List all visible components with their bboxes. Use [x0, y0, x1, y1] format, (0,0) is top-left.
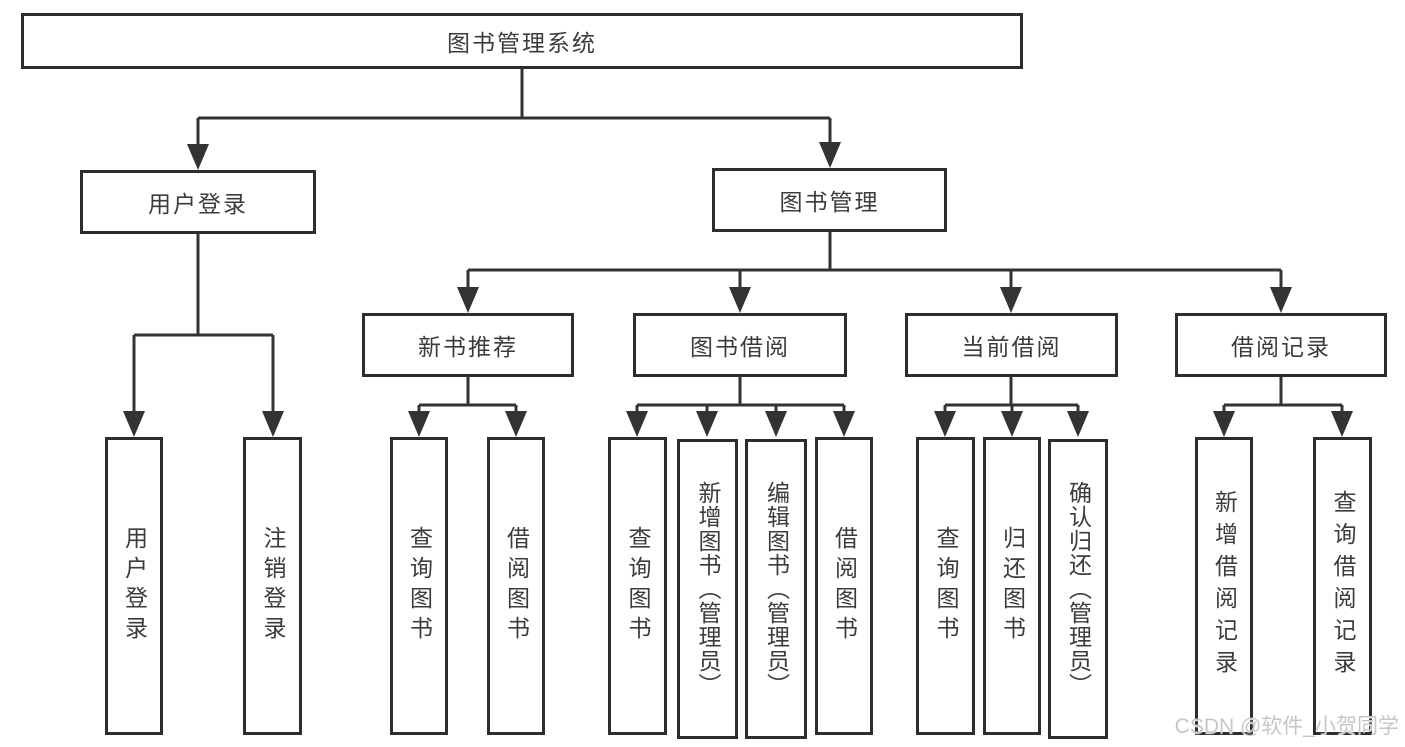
leaf-current-query-book-label: 查询图书	[933, 526, 959, 646]
leaf-add-book-admin-label: 新增图书（管理员）	[695, 481, 721, 697]
node-user-login-label: 用户登录	[148, 191, 248, 217]
leaf-recommend-query-book: 查询图书	[390, 437, 448, 735]
leaf-return-book-label: 归还图书	[999, 526, 1026, 646]
node-current-borrow-label: 当前借阅	[961, 334, 1062, 360]
node-borrow-record-label: 借阅记录	[1231, 334, 1331, 360]
node-new-book-recommend: 新书推荐	[362, 313, 574, 377]
leaf-logout: 注销登录	[243, 437, 302, 735]
leaf-recommend-borrow-book-label: 借阅图书	[503, 526, 530, 646]
node-book-borrow: 图书借阅	[633, 313, 847, 377]
leaf-user-login-label: 用户登录	[121, 526, 148, 646]
leaf-user-login: 用户登录	[105, 437, 163, 735]
leaf-borrow-query-book: 查询图书	[608, 437, 667, 735]
leaf-current-query-book: 查询图书	[916, 437, 975, 735]
node-current-borrow: 当前借阅	[905, 313, 1118, 377]
arrowheads	[123, 142, 1353, 437]
leaf-confirm-return-admin: 确认归还（管理员）	[1048, 439, 1108, 739]
leaf-edit-book-admin-label: 编辑图书（管理员）	[763, 481, 790, 697]
leaf-add-borrow-record-label: 新增借阅记录	[1211, 490, 1238, 682]
node-book-borrow-label: 图书借阅	[690, 334, 790, 360]
node-user-login: 用户登录	[80, 170, 316, 234]
leaf-add-borrow-record: 新增借阅记录	[1195, 437, 1253, 735]
leaf-borrow-borrow-book-label: 借阅图书	[831, 526, 858, 646]
node-root-label: 图书管理系统	[447, 30, 597, 56]
node-book-management: 图书管理	[712, 168, 947, 232]
node-new-book-recommend-label: 新书推荐	[418, 334, 518, 360]
leaf-logout-label: 注销登录	[260, 526, 286, 646]
csdn-watermark: CSDN @软件_小贺同学	[1174, 715, 1399, 738]
node-borrow-record: 借阅记录	[1175, 313, 1387, 377]
leaf-query-borrow-record: 查询借阅记录	[1313, 437, 1372, 735]
leaf-query-borrow-record-label: 查询借阅记录	[1330, 490, 1356, 682]
node-root: 图书管理系统	[21, 13, 1023, 69]
leaf-recommend-borrow-book: 借阅图书	[487, 437, 545, 735]
leaf-edit-book-admin: 编辑图书（管理员）	[745, 439, 807, 739]
leaf-confirm-return-admin-label: 确认归还（管理员）	[1065, 481, 1092, 697]
node-book-management-label: 图书管理	[779, 189, 880, 215]
leaf-borrow-query-book-label: 查询图书	[625, 526, 651, 646]
leaf-borrow-borrow-book: 借阅图书	[815, 437, 873, 735]
leaf-return-book: 归还图书	[983, 437, 1041, 735]
leaf-add-book-admin: 新增图书（管理员）	[677, 439, 738, 739]
leaf-recommend-query-book-label: 查询图书	[406, 526, 433, 646]
